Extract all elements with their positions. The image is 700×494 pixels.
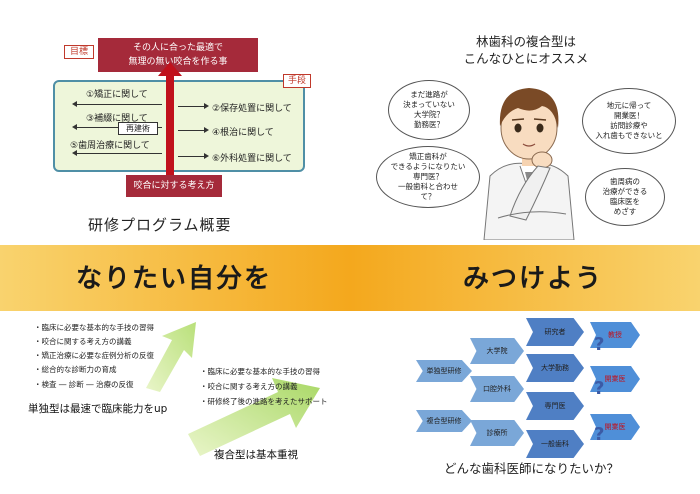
up-arrow-shaft <box>166 70 174 175</box>
bubble-line: 地元に帰って <box>606 101 652 110</box>
goal-line-1: その人に合った最適で <box>132 43 223 53</box>
result-chevron-professor: 教授 <box>590 322 640 348</box>
path-label: 研究者 <box>544 328 566 336</box>
bubble-line: 入れ歯もできないと <box>595 131 663 140</box>
left-arrow-icon <box>72 124 77 130</box>
bubble-line: 一般歯科と合わせ <box>397 182 458 191</box>
clinic-title-line-2: こんなひとにオススメ <box>463 51 589 66</box>
single-item-2: ・咬合に関する考え方の講義 <box>34 337 132 346</box>
left-arrow-icon <box>72 150 77 156</box>
single-summary: 単独型は最速で臨床能力をup <box>28 403 168 415</box>
method-item-prosthetics: ③補綴に関して <box>86 114 148 124</box>
bubble-line: て？ <box>420 192 436 201</box>
clinic-title-line-1: 林歯科の複合型は <box>475 34 576 49</box>
question-mark-icon: ? <box>594 334 605 355</box>
thought-bubble-undecided: まだ進路が 決まっていない 大学院？ 勤務医？ <box>388 80 470 140</box>
single-item-4: ・総合的な診断力の育成 <box>34 365 117 374</box>
method-item-surgery: ⑥外科処置に関して <box>212 154 292 164</box>
combined-program-label: 複合型研修 <box>426 417 462 425</box>
path-label: 大学院 <box>486 347 508 355</box>
single-item-3: ・矯正治療に必要な症例分析の反復 <box>34 351 154 360</box>
result-chevron-practitioner-2: 開業医 <box>590 414 640 440</box>
thought-bubble-periodontal: 歯周病の 治療ができる 臨床医を めざす <box>585 168 665 226</box>
banner-right-text: みつけよう <box>463 264 604 294</box>
thought-bubble-orthodontics: 矯正歯科が できるようになりたい 専門医？ 一般歯科と合わせ て？ <box>376 146 480 208</box>
goal-tag: 目標 <box>64 45 94 59</box>
method-tag: 手段 <box>283 74 311 88</box>
right-arrow-icon <box>204 127 209 133</box>
bubble-line: 決まっていない <box>403 100 455 109</box>
doctor-illustration <box>483 88 575 240</box>
growth-arrow-combined-icon <box>188 378 320 456</box>
path-chevron-general: 一般歯科 <box>526 430 584 458</box>
bubble-line: 歯周病の <box>609 177 640 186</box>
right-arrow-icon <box>204 153 209 159</box>
clinic-title: 林歯科の複合型は こんなひとにオススメ <box>436 33 616 67</box>
path-chevron-clinic: 診療所 <box>470 420 524 446</box>
bubble-line: 治療ができる <box>602 187 648 196</box>
path-chevron-researcher: 研究者 <box>526 318 584 346</box>
banner <box>0 245 700 311</box>
arrow-line <box>178 130 204 131</box>
path-label: 大学勤務 <box>541 364 569 372</box>
path-label: 診療所 <box>486 429 508 437</box>
single-program-chevron: 単独型研修 <box>416 360 472 382</box>
bubble-line: 訪問診療や <box>610 121 648 130</box>
result-label: 開業医 <box>604 375 626 383</box>
reconstruction-label: 再建術 <box>118 122 158 135</box>
thought-bubble-hometown: 地元に帰って 開業医！ 訪問診療や 入れ歯もできないと <box>582 88 676 154</box>
combined-item-2: ・咬合に関する考え方の講義 <box>200 382 298 391</box>
method-item-endodontics: ④根治に関して <box>212 128 274 138</box>
bubble-line: できるようになりたい <box>390 162 466 171</box>
bubble-line: 臨床医を <box>609 197 640 206</box>
combined-item-1: ・臨床に必要な基本的な手技の習得 <box>200 367 320 376</box>
arrow-line <box>178 106 204 107</box>
arrow-line <box>76 104 162 105</box>
bubble-line: 大学院？ <box>413 110 444 119</box>
banner-left-text: なりたい自分を <box>76 264 273 294</box>
arrow-line <box>178 156 204 157</box>
path-label: 専門医 <box>544 402 566 410</box>
bubble-line: まだ進路が <box>410 90 448 99</box>
arrow-line <box>76 153 162 154</box>
path-chevron-oral-surgery: 口腔外科 <box>470 376 524 402</box>
method-item-periodontics: ⑤歯周治療に関して <box>70 141 150 151</box>
program-caption: 研修プログラム概要 <box>88 216 232 234</box>
single-item-1: ・臨床に必要な基本的な手技の習得 <box>34 323 154 332</box>
bubble-line: 勤務医？ <box>413 120 444 129</box>
result-label: 開業医 <box>604 423 626 431</box>
method-item-restorative: ②保存処置に関して <box>212 104 292 114</box>
combined-summary: 複合型は基本重視 <box>214 449 298 461</box>
path-label: 一般歯科 <box>541 440 569 448</box>
question-mark-icon: ? <box>594 424 605 445</box>
growth-arrow-single-icon <box>146 322 196 392</box>
path-chevron-specialist: 専門医 <box>526 392 584 420</box>
right-arrow-icon <box>204 103 209 109</box>
up-arrow-icon <box>158 62 182 76</box>
single-item-5: ・検査 ― 診断 ― 治療の反復 <box>34 380 134 389</box>
method-item-orthodontics: ①矯正に関して <box>86 90 148 100</box>
single-program-label: 単独型研修 <box>426 367 462 375</box>
bubble-line: めざす <box>613 207 637 216</box>
question-mark-icon: ? <box>594 378 605 399</box>
career-caption: どんな歯科医師になりたいか？ <box>444 461 620 476</box>
bite-concept-box: 咬合に対する考え方 <box>126 175 222 197</box>
bubble-line: 矯正歯科が <box>409 152 447 161</box>
combined-item-3: ・研修終了後の進路を考えたサポート <box>200 397 328 406</box>
result-chevron-practitioner: 開業医 <box>590 366 640 392</box>
combined-program-chevron: 複合型研修 <box>416 410 472 432</box>
bubble-line: 専門医？ <box>412 172 443 181</box>
path-chevron-grad-school: 大学院 <box>470 338 524 364</box>
path-label: 口腔外科 <box>483 385 511 393</box>
result-label: 教授 <box>608 331 622 339</box>
bubble-line: 開業医！ <box>613 111 644 120</box>
path-chevron-university: 大学勤務 <box>526 354 584 382</box>
left-arrow-icon <box>72 101 77 107</box>
